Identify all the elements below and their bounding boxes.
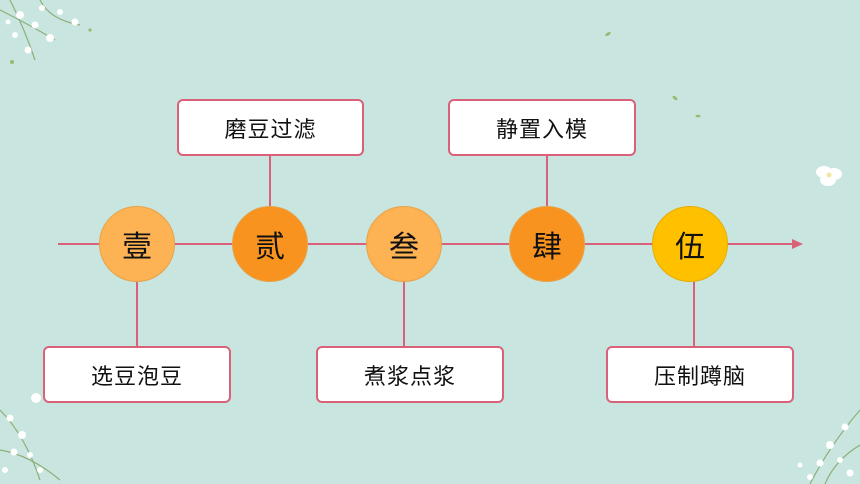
step-box-4: 静置入模 <box>448 99 636 156</box>
flower-decoration-bottom-right <box>797 409 860 484</box>
timeline-node-4: 肆 <box>509 206 585 282</box>
leaf-decoration <box>605 32 701 118</box>
step-box-3: 煮浆点浆 <box>316 346 504 403</box>
timeline-arrowhead <box>792 239 803 249</box>
flower-decoration-right <box>816 166 842 186</box>
step-box-2: 磨豆过滤 <box>177 99 364 156</box>
timeline-node-1: 壹 <box>99 206 175 282</box>
step-box-5: 压制蹲脑 <box>606 346 794 403</box>
flower-decoration-bottom-left <box>0 393 61 481</box>
timeline-node-3: 叁 <box>366 206 442 282</box>
timeline-node-5: 伍 <box>652 206 728 282</box>
flower-decoration-top-left <box>0 0 92 64</box>
timeline-node-2: 贰 <box>232 206 308 282</box>
step-box-1: 选豆泡豆 <box>43 346 231 403</box>
